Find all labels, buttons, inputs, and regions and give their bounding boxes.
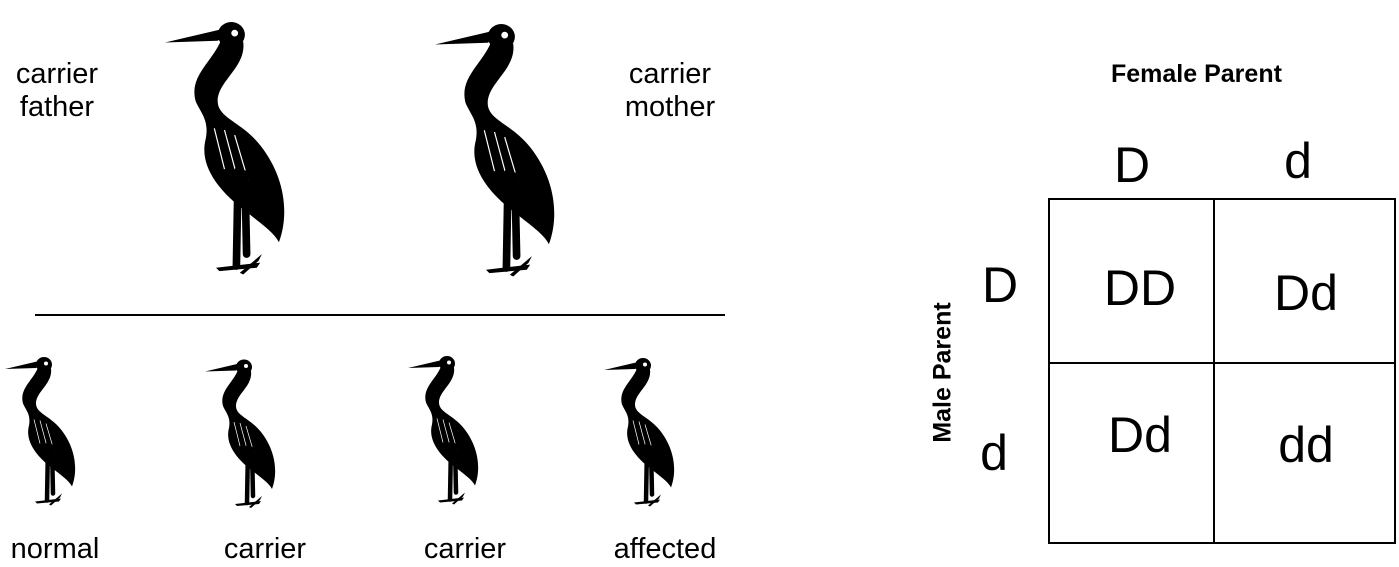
offspring-4-crane-icon — [604, 340, 704, 523]
column-allele-2: d — [1268, 136, 1328, 186]
mother-label: carrier mother — [610, 58, 730, 124]
father-label: carrier father — [2, 58, 112, 124]
offspring-1-label: normal — [0, 533, 110, 566]
punnett-grid — [1048, 198, 1396, 544]
cell-row1-col2: Dd — [1226, 268, 1386, 318]
cell-row2-col2: dd — [1226, 420, 1386, 470]
mother-crane-icon — [435, 14, 605, 284]
offspring-3-label: carrier — [410, 533, 520, 566]
offspring-3-crane-icon — [408, 336, 508, 523]
cell-row1-col1: DD — [1060, 263, 1220, 313]
offspring-2-label: carrier — [210, 533, 320, 566]
row-allele-1: D — [970, 260, 1030, 310]
column-allele-1: D — [1102, 140, 1162, 190]
mother-label-line1: carrier — [610, 58, 730, 91]
father-label-line2: father — [2, 91, 112, 124]
father-label-line1: carrier — [2, 58, 112, 91]
mother-label-line2: mother — [610, 91, 730, 124]
offspring-1-crane-icon — [5, 338, 105, 523]
cell-row2-col1: Dd — [1060, 410, 1220, 460]
row-title: Male Parent — [929, 298, 958, 448]
generation-divider — [35, 314, 725, 316]
punnett-grid-vertical-line — [1213, 198, 1215, 544]
row-allele-2: d — [964, 428, 1024, 478]
offspring-4-label: affected — [600, 533, 730, 566]
column-title: Female Parent — [1111, 60, 1282, 89]
offspring-2-crane-icon — [205, 343, 305, 523]
father-crane-icon — [165, 12, 335, 282]
punnett-grid-horizontal-line — [1048, 362, 1396, 364]
